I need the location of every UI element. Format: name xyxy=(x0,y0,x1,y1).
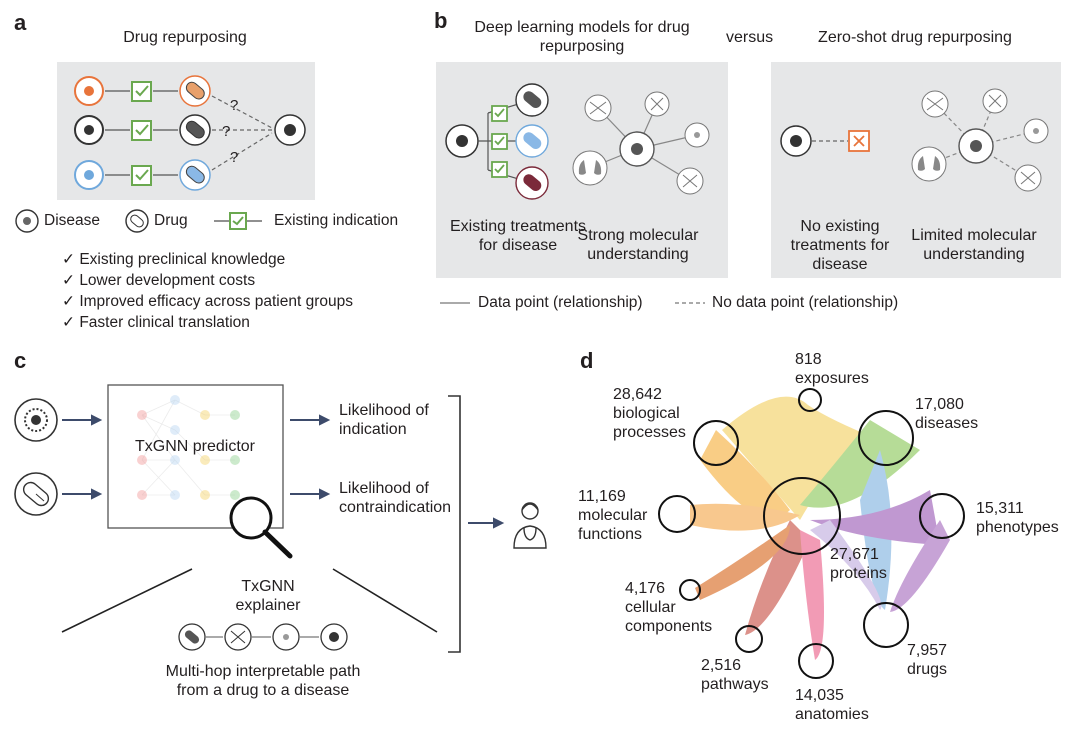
node-proteins xyxy=(763,477,841,555)
legend-drug-label: Drug xyxy=(154,212,188,229)
row-1 xyxy=(74,75,211,107)
node-phenotypes xyxy=(919,493,965,539)
label-molecular-functions: 11,169 molecular functions xyxy=(578,488,648,543)
legend-disease-label: Disease xyxy=(44,212,100,229)
bundle-exposures xyxy=(722,396,880,520)
bundle-cellcomp xyxy=(695,525,790,600)
label-diseases: 17,080 diseases xyxy=(915,396,979,432)
bundle-phenotypes xyxy=(810,490,940,545)
benefits-list: ✓ Existing preclinical knowledge ✓ Lower… xyxy=(62,250,353,334)
node-exposures xyxy=(798,388,822,412)
bundle-diseases xyxy=(800,420,920,508)
node-diseases xyxy=(858,410,914,466)
lungs-icon xyxy=(572,150,608,186)
legend-indication-label: Existing indication xyxy=(274,212,399,229)
benefit-item: ✓ Existing preclinical knowledge xyxy=(62,251,286,268)
label-drugs: 7,957 drugs xyxy=(907,642,948,678)
panel-d-letter: d xyxy=(580,348,594,373)
check-mark-icon: ✓ xyxy=(62,314,75,331)
panel-c-letter: c xyxy=(14,348,27,373)
benefit-item: ✓ Faster clinical translation xyxy=(62,314,250,331)
node-drugs xyxy=(863,602,909,648)
output-indication-label: Likelihood of indication xyxy=(339,402,429,438)
magnifier-icon xyxy=(229,496,273,540)
benefit-item: ✓ Lower development costs xyxy=(62,272,256,289)
caption-strong-understanding: Strong molecular understanding xyxy=(577,227,699,263)
bundle-phen-drugs xyxy=(890,520,950,612)
doctor-icon xyxy=(513,502,547,549)
node-molecular-functions xyxy=(658,495,696,533)
question-mark-2: ? xyxy=(222,123,231,140)
lungs-icon xyxy=(911,146,947,182)
question-mark-1: ? xyxy=(230,97,239,114)
panel-a-letter: a xyxy=(14,10,27,35)
label-proteins: 27,671 proteins xyxy=(830,546,887,582)
label-anatomies: 14,035 anatomies xyxy=(795,687,869,723)
label-cellular-components: 4,176 cellular components xyxy=(625,580,713,635)
explainer-label: TxGNN explainer xyxy=(235,578,301,614)
check-mark-icon: ✓ xyxy=(62,293,75,310)
label-phenotypes: 15,311 phenotypes xyxy=(976,500,1059,536)
node-cellular-components xyxy=(679,579,701,601)
question-mark-3: ? xyxy=(230,149,239,166)
edge-bundles xyxy=(690,396,950,660)
benefit-item: ✓ Improved efficacy across patient group… xyxy=(62,293,353,310)
panel-b-letter: b xyxy=(434,8,448,33)
caption-no-existing: No existing treatments for disease xyxy=(790,218,890,273)
check-mark-icon: ✓ xyxy=(62,251,75,268)
node-anatomies xyxy=(798,643,834,679)
label-exposures: 818 exposures xyxy=(795,351,869,387)
label-biological-processes: 28,642 biological processes xyxy=(613,386,686,441)
bundle-bioproc xyxy=(700,430,790,519)
disease-core xyxy=(84,86,94,96)
panel-b-title-right: Zero-shot drug repurposing xyxy=(818,29,1012,46)
output-contraindication-label: Likelihood of contraindication xyxy=(339,480,452,516)
legend-dashed-label: No data point (relationship) xyxy=(712,294,899,311)
legend-solid-label: Data point (relationship) xyxy=(478,294,643,311)
predictor-label: TxGNN predictor xyxy=(134,438,256,455)
row-3 xyxy=(74,159,211,191)
label-pathways: 2,516 pathways xyxy=(701,657,769,693)
bundle-molfunc xyxy=(690,503,800,531)
versus-label: versus xyxy=(726,29,774,46)
caption-limited-understanding: Limited molecular understanding xyxy=(911,227,1037,263)
path-caption: Multi-hop interpretable path from a drug… xyxy=(165,663,361,699)
panel-a-title: Drug repurposing xyxy=(123,29,247,46)
check-mark-icon: ✓ xyxy=(62,272,75,289)
bundle-pathways xyxy=(745,520,810,635)
row-2 xyxy=(74,114,211,146)
node-circles xyxy=(658,388,965,679)
panel-b-title-left: Deep learning models for drug repurposin… xyxy=(474,19,690,55)
node-pathways xyxy=(735,625,763,653)
node-biological-processes xyxy=(693,420,739,466)
bundle-anatomies xyxy=(800,530,824,660)
caption-existing-treatments: Existing treatments for disease xyxy=(449,218,587,254)
